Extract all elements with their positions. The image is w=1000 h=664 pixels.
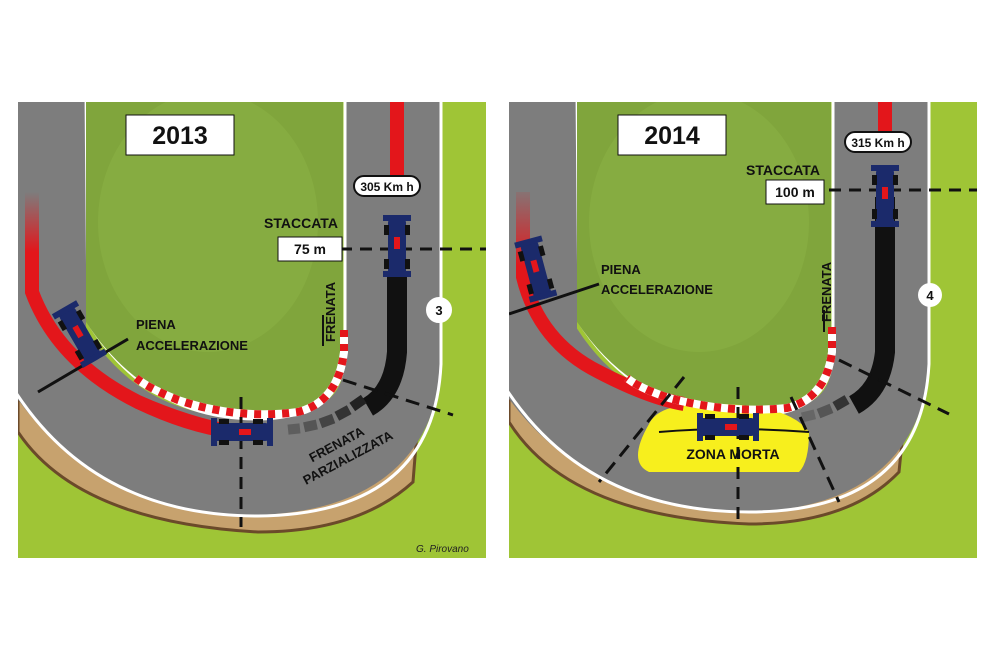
braking-line xyxy=(848,197,895,414)
kerb-stripes xyxy=(624,327,836,414)
year-label: 2014 xyxy=(644,122,700,150)
track-asphalt xyxy=(18,102,441,515)
panel-2013: 2013 305 Km h STACCATA 75 m FRENATA PIEN… xyxy=(18,102,486,558)
braking-zone-label: FRENATA xyxy=(323,281,338,342)
panel-2014: 2014 315 Km h STACCATA 100 m FRENATA PIE… xyxy=(509,102,977,558)
dead-zone-label: ZONA MORTA xyxy=(686,446,779,462)
corner-badge xyxy=(918,283,942,307)
braking-distance: 75 m xyxy=(294,241,326,257)
corner-number: 3 xyxy=(435,303,442,318)
dead-zone-end-line xyxy=(789,396,841,503)
car-exit xyxy=(51,300,108,368)
infield-shade xyxy=(589,102,809,352)
year-label: 2013 xyxy=(152,122,208,150)
car-straight xyxy=(383,215,411,277)
corner-badge xyxy=(426,297,452,323)
speed-box xyxy=(353,175,421,197)
full-accel-pointer xyxy=(509,282,600,316)
speed-label: 315 Km h xyxy=(851,136,904,150)
year-box xyxy=(617,114,727,156)
full-accel-line1: PIENA xyxy=(136,317,176,332)
credit: G. Pirovano xyxy=(416,544,469,555)
speed-label: 305 Km h xyxy=(360,180,413,194)
track-diagram-2014: 2014 315 Km h STACCATA 100 m FRENATA PIE… xyxy=(509,102,977,558)
year-box xyxy=(125,114,235,156)
full-accel-line2: ACCELERAZIONE xyxy=(136,338,248,353)
car-apex xyxy=(211,418,273,446)
braking-zone-label: FRENATA xyxy=(819,261,834,322)
braking-fade-marks xyxy=(800,395,850,423)
braking-distance-box xyxy=(277,236,343,262)
braking-label: STACCATA xyxy=(264,215,338,231)
speed-line-straight xyxy=(390,102,404,192)
partial-braking-line xyxy=(342,378,454,417)
car-apex xyxy=(697,413,759,441)
speed-box xyxy=(844,131,912,153)
braking-distance-box xyxy=(765,179,825,205)
braking-distance: 100 m xyxy=(775,184,815,200)
full-accel-line2: ACCELERAZIONE xyxy=(601,282,713,297)
car-straight xyxy=(871,165,899,227)
corner-number: 4 xyxy=(926,288,934,303)
partial-braking-marks xyxy=(287,394,367,435)
dead-zone-start-line xyxy=(597,376,686,483)
full-accel-line1: PIENA xyxy=(601,262,641,277)
kerb-stripes xyxy=(133,330,348,419)
braking-label: STACCATA xyxy=(746,162,820,178)
track-outer-edge xyxy=(18,102,443,518)
infield-shade xyxy=(98,102,318,352)
dead-zone-area xyxy=(638,403,809,472)
car-exit xyxy=(514,235,558,303)
braking-line xyxy=(362,277,407,416)
track-outer-edge xyxy=(509,102,931,514)
track-diagram-2013: 2013 305 Km h STACCATA 75 m FRENATA PIEN… xyxy=(18,102,486,558)
